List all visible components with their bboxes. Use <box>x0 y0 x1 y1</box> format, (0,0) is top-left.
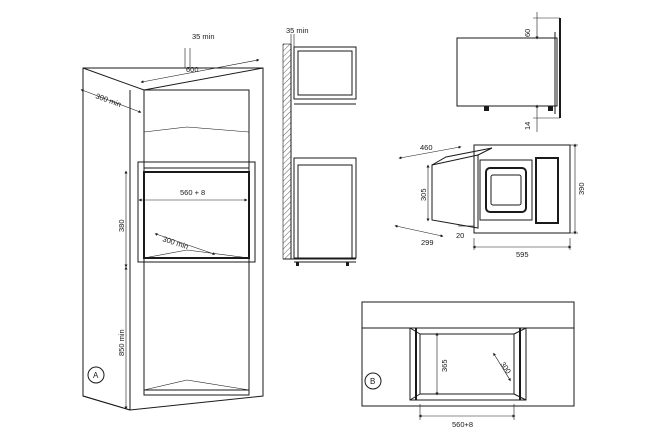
oven-body-height-label: 305 <box>419 188 428 201</box>
oven-body-top <box>431 147 493 166</box>
bottom-gap-label: 14 <box>523 122 532 130</box>
oven-front-thickness-label: 20 <box>456 231 464 240</box>
oven-depth-label: 460 <box>420 143 433 152</box>
base-height-label: 850 min <box>117 329 126 356</box>
figure-a-marker-label: A <box>93 371 99 380</box>
cabinet-top-face <box>82 67 264 91</box>
cabinet-left-bottom <box>82 395 131 411</box>
unit-body-profile <box>456 37 558 107</box>
oven-body-width-label: 299 <box>421 238 434 247</box>
lower-floor-line <box>143 379 250 391</box>
top-gap-label: 60 <box>523 29 532 37</box>
figure-a-marker <box>87 366 105 384</box>
figure-oven: 460 305 390 595 299 20 <box>394 143 586 259</box>
lower-compartment <box>143 261 250 391</box>
figure-side-section: 35 min <box>282 26 357 266</box>
figure-b-marker <box>364 372 382 390</box>
niche-width-b-label: 560+8 <box>452 420 473 429</box>
cabinet-front-frame <box>143 89 250 396</box>
cabinet-depth-label: 300 min <box>94 91 122 109</box>
figure-top-profile: 60 14 <box>456 12 561 132</box>
upper-shelf-line <box>143 126 250 133</box>
cabinet-width-label: 600 <box>186 65 199 74</box>
oven-front-panel <box>473 144 571 234</box>
niche-width-label: 560 + 8 <box>180 188 205 197</box>
wall-hatch <box>282 43 292 260</box>
oven-window <box>485 167 527 213</box>
niche-depth-b-label: 300 <box>498 360 513 375</box>
figure-a: 35 min 600 300 min 560 + 8 380 300 min 8… <box>80 32 264 411</box>
niche-surround <box>137 161 256 263</box>
oven-door-frame <box>479 159 533 221</box>
niche-height-b-label: 365 <box>440 359 449 372</box>
figure-b: 365 300 560+8 B <box>361 301 575 429</box>
side-top-clearance-label: 35 min <box>286 26 309 35</box>
oven-body-side <box>431 154 479 229</box>
upper-unit-section <box>293 46 357 100</box>
top-clearance-label: 35 min <box>192 32 215 41</box>
oven-control-strip <box>535 157 559 224</box>
oven-front-width-label: 595 <box>516 250 529 259</box>
oven-front-height-label: 390 <box>577 182 586 195</box>
niche-opening <box>409 327 527 401</box>
lower-unit-section <box>293 157 357 259</box>
figure-b-marker-label: B <box>370 377 375 386</box>
upper-compartment <box>143 90 250 169</box>
niche-height-label: 380 <box>117 219 126 232</box>
niche-depth-label: 300 min <box>161 234 189 251</box>
cabinet-front-outline <box>361 301 575 407</box>
oven-niche <box>143 171 250 259</box>
niche-floor-line <box>143 249 250 259</box>
